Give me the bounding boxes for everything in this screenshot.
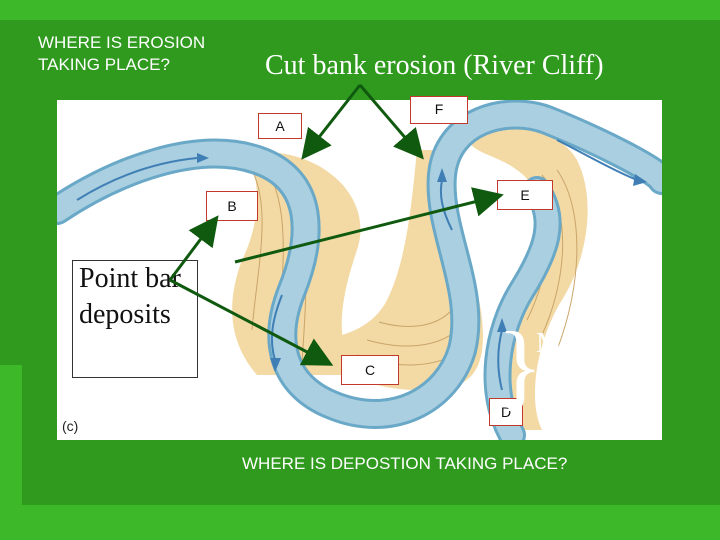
background-band-bottom xyxy=(0,505,720,540)
background-band-top xyxy=(0,0,720,20)
deposition-question: WHERE IS DEPOSTION TAKING PLACE? xyxy=(242,454,568,473)
point-bar-deposits-label: Point bar deposits xyxy=(72,260,198,378)
meander-brace: } xyxy=(497,312,544,419)
erosion-question: WHERE IS EROSION TAKING PLACE? xyxy=(38,33,206,74)
label-d: D xyxy=(489,398,523,426)
label-c: C xyxy=(341,355,399,385)
label-e: E xyxy=(497,180,553,210)
label-f: F xyxy=(410,96,468,124)
background-band-left xyxy=(0,365,22,540)
meander-diagram: (c) xyxy=(57,100,662,440)
slide-title: Cut bank erosion (River Cliff) xyxy=(265,50,604,81)
meander-loop-label: Meander loop xyxy=(536,327,640,397)
flow-arrowheads xyxy=(197,153,647,372)
label-a: A xyxy=(258,113,302,139)
label-b: B xyxy=(206,191,258,221)
figure-caption: (c) xyxy=(62,418,79,434)
